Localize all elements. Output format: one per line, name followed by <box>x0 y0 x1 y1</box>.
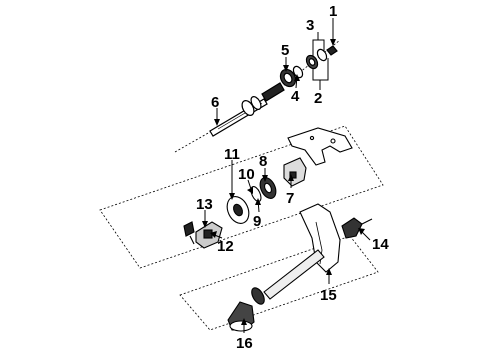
callout-8: 8 <box>259 153 267 170</box>
arrowhead-14 <box>358 228 365 235</box>
lower-bearing <box>251 287 265 305</box>
callout-5: 5 <box>281 42 289 59</box>
callout-7: 7 <box>286 190 294 207</box>
pinch-bolt-shank <box>189 235 195 245</box>
arrowhead-15 <box>326 268 332 275</box>
shaft-collar-2 <box>250 96 262 110</box>
callout-4: 4 <box>291 88 300 105</box>
arrowhead-6 <box>214 119 220 126</box>
middle-assembly-plane <box>99 125 384 269</box>
bracket-hole <box>330 138 336 144</box>
callout-labels: 1 2 3 4 5 6 7 8 9 10 11 12 13 14 15 16 <box>196 3 389 352</box>
bracket-hole-2 <box>309 135 315 141</box>
lower-column-shaft <box>263 249 325 300</box>
lower-boot-ring <box>229 320 253 332</box>
arrowhead-12 <box>210 231 217 238</box>
nut <box>326 45 338 56</box>
washer <box>292 65 304 79</box>
callout-2: 2 <box>314 90 322 107</box>
arrowhead-16 <box>241 318 247 325</box>
lower-column-assembly <box>227 203 373 332</box>
bearing-race-inner <box>264 182 272 194</box>
arrowhead-7 <box>288 174 294 181</box>
arrowhead-11 <box>229 193 235 200</box>
u-joint-cap <box>203 229 213 239</box>
leader-arrowheads <box>202 39 365 325</box>
shaft-splined-end <box>261 82 285 102</box>
callout-14: 14 <box>372 236 389 253</box>
assembly-guide-lines <box>99 39 384 331</box>
bearing-ring-inner <box>283 72 293 84</box>
arrowhead-9 <box>255 198 261 205</box>
callout-1: 1 <box>329 3 337 20</box>
callout-10: 10 <box>238 166 255 183</box>
lock-plate-hub <box>233 203 243 217</box>
middle-assembly <box>183 127 353 249</box>
callout-15: 15 <box>320 287 337 304</box>
mounting-bracket <box>287 127 353 166</box>
spring-washer-inner <box>308 58 316 66</box>
pinch-bolt <box>183 221 195 237</box>
upper-shaft-assembly <box>209 45 338 137</box>
arrowhead-13 <box>202 221 208 228</box>
flex-coupling <box>341 217 363 239</box>
arrowhead-10 <box>247 187 253 194</box>
callout-9: 9 <box>253 213 261 230</box>
lower-assembly-plane <box>179 235 379 331</box>
callout-16: 16 <box>236 335 253 352</box>
arrowhead-4 <box>294 74 300 81</box>
callout-3: 3 <box>306 17 314 34</box>
arrowhead-5 <box>283 65 289 72</box>
arrowhead-8 <box>262 175 268 182</box>
retainer <box>316 48 328 62</box>
callout-6: 6 <box>211 94 219 111</box>
callout-13: 13 <box>196 196 213 213</box>
firewall-seal <box>299 203 341 273</box>
callout-12: 12 <box>217 238 234 255</box>
callout-11: 11 <box>224 146 240 163</box>
arrowhead-1 <box>330 39 336 46</box>
coupling-shaft <box>361 218 373 225</box>
housing-bolt <box>289 171 297 179</box>
